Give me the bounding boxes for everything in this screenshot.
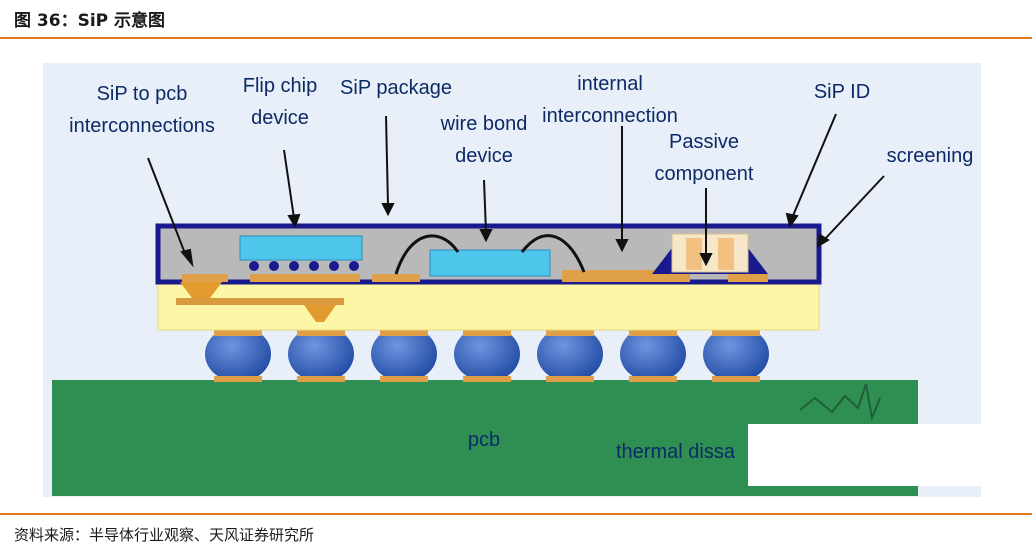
label-sip-to-pcb-line1: SiP to pcb (97, 83, 188, 105)
solder-ball (703, 326, 769, 382)
bottom-divider (0, 513, 1032, 515)
via (304, 305, 336, 322)
thermal-zigzag (799, 383, 881, 422)
passive-terminal (718, 238, 734, 270)
passive-terminal (686, 238, 702, 270)
solder-ball (205, 326, 271, 382)
white-cover-box (748, 424, 982, 486)
label-screening: screening (887, 145, 974, 167)
label-sip-to-pcb-line2: interconnections (69, 115, 215, 137)
wire-bond-die (429, 249, 551, 277)
flip-chip-die (239, 235, 363, 261)
label-sip-id: SiP ID (814, 81, 870, 103)
substrate (157, 281, 820, 331)
label-passive-line1: Passive (669, 131, 739, 153)
label-sip-package: SiP package (340, 77, 452, 99)
solder-ball (537, 326, 603, 382)
figure-source: 资料来源：半导体行业观察、天风证券研究所 (14, 526, 315, 544)
flip-chip-bumps (249, 261, 359, 271)
routing-layer (176, 298, 344, 305)
bond-wire-left (394, 234, 460, 275)
solder-ball (620, 326, 686, 382)
label-passive-line2: component (655, 163, 754, 185)
label-thermal: thermal dissa (616, 441, 736, 463)
bond-wire-right (520, 234, 586, 273)
top-divider (0, 37, 1032, 39)
label-flip-chip-line1: Flip chip (243, 75, 317, 97)
solder-ball (454, 326, 520, 382)
figure-title: 图 36：SiP 示意图 (14, 11, 166, 31)
label-wire-bond-line2: device (455, 145, 513, 167)
label-pcb: pcb (468, 429, 500, 451)
solder-ball (288, 326, 354, 382)
pointer-lines (147, 113, 885, 268)
label-internal-line2: interconnection (542, 105, 678, 127)
package-border (155, 223, 822, 285)
label-internal-line1: internal (577, 73, 643, 95)
pcb-interconnect-via (180, 282, 222, 298)
label-wire-bond-line1: wire bond (440, 113, 528, 135)
solder-balls (205, 326, 769, 382)
label-flip-chip-line2: device (251, 107, 309, 129)
solder-ball (371, 326, 437, 382)
